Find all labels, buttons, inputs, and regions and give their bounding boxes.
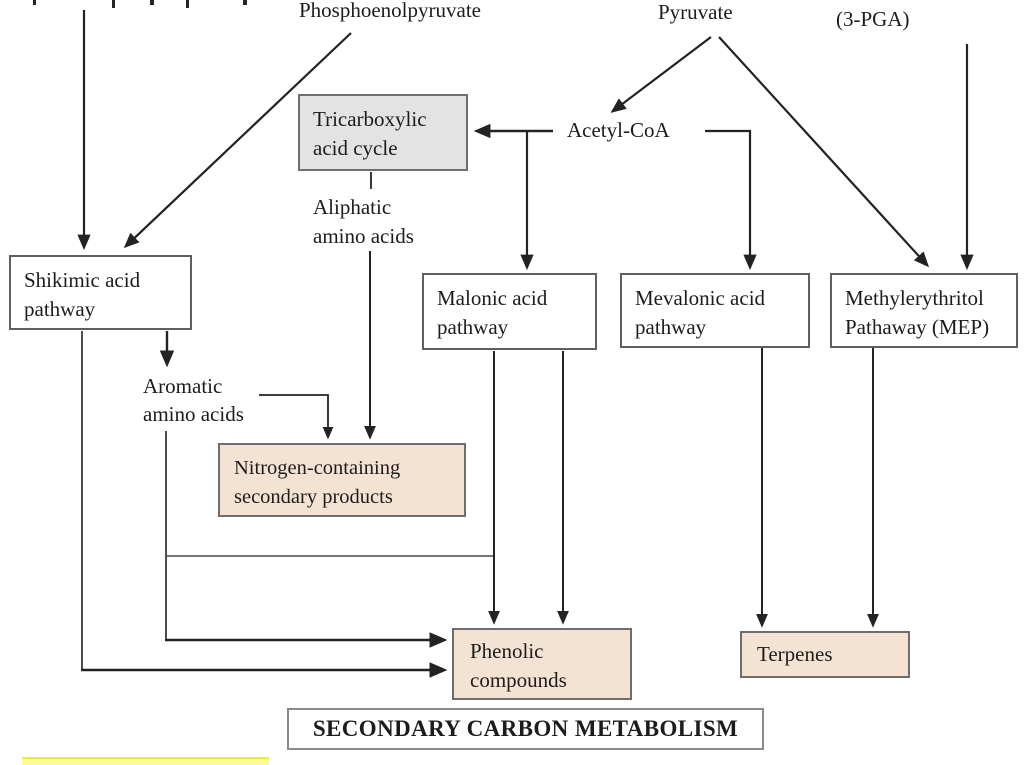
cropped-text-fragment xyxy=(150,0,154,5)
box-text: Pathaway (MEP) xyxy=(845,315,990,339)
box-text: Methylerythritol xyxy=(845,286,984,310)
arrow-pyruvate-to-mep xyxy=(718,36,930,268)
box-text: pathway xyxy=(24,297,96,321)
label-line: amino acids xyxy=(143,402,244,426)
box-methylerythritol-pathway: Methylerythritol Pathaway (MEP) xyxy=(830,273,1018,348)
box-text: Shikimic acid xyxy=(24,268,141,292)
box-nitrogen-containing-secondary-products: Nitrogen-containing secondary products xyxy=(218,443,466,517)
yellow-highlight-bar xyxy=(22,757,269,765)
box-tricarboxylic-acid-cycle: Tricarboxylic acid cycle xyxy=(298,94,468,171)
box-terpenes: Terpenes xyxy=(740,631,910,678)
box-phenolic-compounds: Phenolic compounds xyxy=(452,628,632,700)
box-text: Phenolic xyxy=(470,639,544,663)
box-text: Tricarboxylic xyxy=(313,107,427,131)
label-3pga: (3-PGA) xyxy=(836,7,910,31)
arrow-aromatic-to-nitrogen xyxy=(259,394,334,440)
box-text: Malonic acid xyxy=(437,286,548,310)
label-line: Aromatic xyxy=(143,374,223,398)
box-text: pathway xyxy=(635,315,707,339)
cropped-text-fragment xyxy=(243,0,247,5)
box-text: compounds xyxy=(470,668,567,692)
arrow-acetylcoa-to-mevalonic xyxy=(705,129,757,271)
box-shikimic-acid-pathway: Shikimic acid pathway xyxy=(9,255,192,330)
box-malonic-acid-pathway: Malonic acid pathway xyxy=(422,273,597,350)
cropped-text-fragment xyxy=(186,0,189,8)
footer-title: SECONDARY CARBON METABOLISM xyxy=(312,716,739,741)
label-line: Aliphatic xyxy=(313,195,392,219)
cropped-text-fragment xyxy=(112,0,115,8)
box-text: Mevalonic acid xyxy=(635,286,766,310)
box-text: Nitrogen-containing xyxy=(234,457,401,479)
label-pyruvate: Pyruvate xyxy=(658,0,733,24)
label-phosphoenolpyruvate: Phosphoenolpyruvate xyxy=(299,0,481,22)
label-aromatic-amino-acids: Aromatic amino acids xyxy=(143,372,244,428)
box-text: acid cycle xyxy=(313,136,398,160)
box-text: pathway xyxy=(437,315,509,339)
arrow-pep-to-shikimic xyxy=(123,32,352,249)
label-line: amino acids xyxy=(313,224,414,248)
box-text: Terpenes xyxy=(757,642,833,666)
box-secondary-carbon-metabolism: SECONDARY CARBON METABOLISM xyxy=(287,708,764,750)
box-text: secondary products xyxy=(234,486,393,508)
box-mevalonic-acid-pathway: Mevalonic acid pathway xyxy=(620,273,810,348)
arrow-pyruvate-to-acetylcoa xyxy=(610,36,712,113)
label-acetyl-coa: Acetyl-CoA xyxy=(567,118,670,142)
label-aliphatic-amino-acids: Aliphatic amino acids xyxy=(313,193,414,251)
cropped-text-fragment xyxy=(33,0,36,5)
